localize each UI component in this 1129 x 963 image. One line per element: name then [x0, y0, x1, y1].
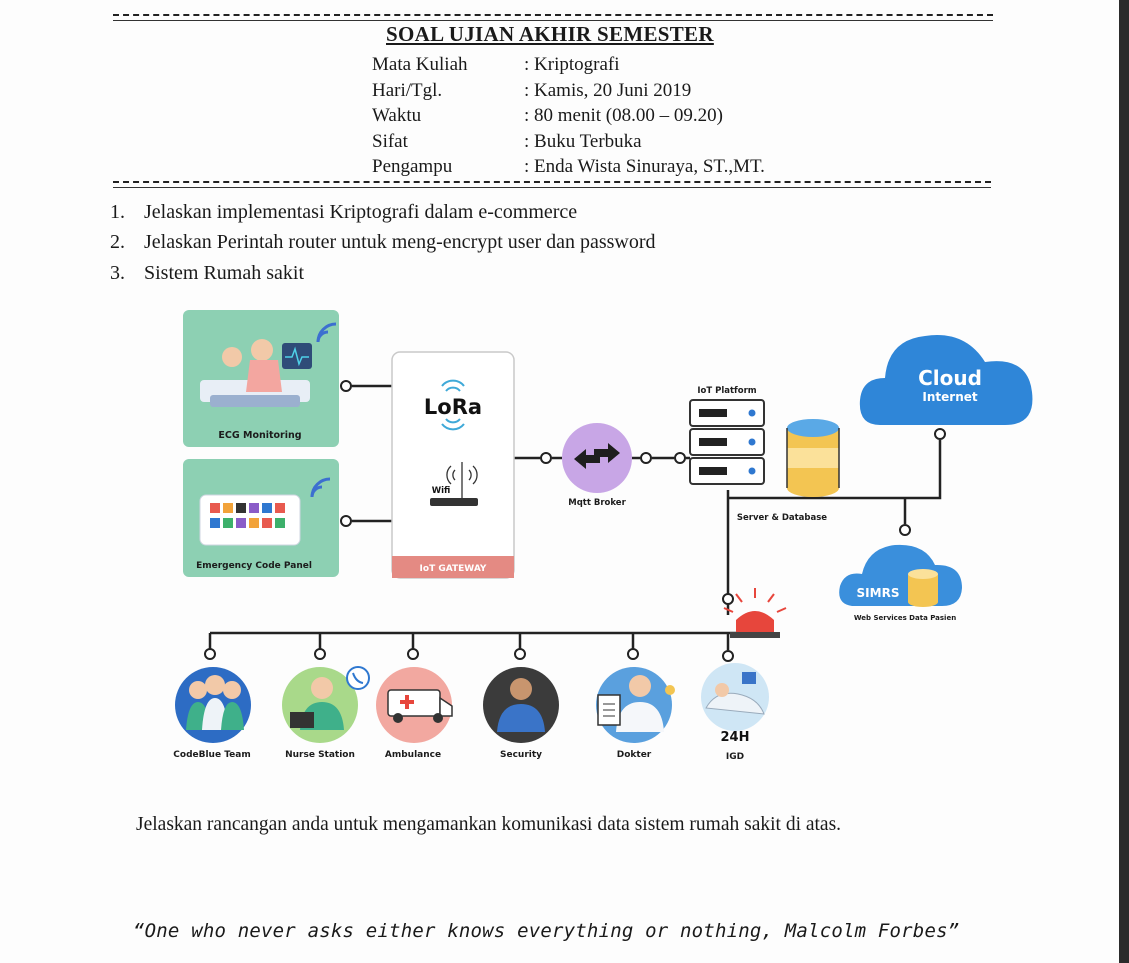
question-3: 3. Sistem Rumah sakit	[110, 262, 304, 285]
wifi-label: Wifi	[432, 486, 451, 496]
alarm-siren-icon	[723, 588, 787, 638]
server-database-label: Server & Database	[737, 513, 827, 523]
question-2: 2. Jelaskan Perintah router untuk meng-en…	[110, 231, 656, 254]
node-label: IGD	[726, 752, 744, 762]
question-text: Jelaskan Perintah router untuk meng-encr…	[144, 231, 656, 253]
iot-gateway-box	[391, 351, 515, 579]
meta-value: : 80 menit (08.00 – 09.20)	[524, 105, 723, 126]
meta-label: Waktu	[372, 105, 422, 126]
meta-value: : Enda Wista Sinuraya, ST.,MT.	[524, 156, 765, 177]
wifi-signal-icon	[316, 322, 337, 343]
ecg-label: ECG Monitoring	[218, 430, 301, 441]
meta-row: Mata Kuliah : Kriptografi	[372, 52, 765, 78]
exam-title: SOAL UJIAN AKHIR SEMESTER	[386, 22, 714, 46]
security-icon	[483, 667, 559, 743]
wifi-router-icon	[446, 462, 478, 498]
ambulance-icon	[376, 667, 453, 743]
panel-label: Emergency Code Panel	[196, 561, 312, 571]
wifi-signal-icon	[310, 477, 331, 498]
database-icon	[786, 419, 840, 497]
nurse-station-icon	[282, 666, 370, 743]
question-number: 2.	[110, 231, 125, 253]
meta-label: Hari/Tgl.	[372, 79, 443, 101]
meta-label: Sifat	[372, 130, 408, 152]
cloud-label: Cloud	[918, 366, 982, 390]
simrs-database-icon	[908, 569, 938, 607]
top-rule-thin	[113, 20, 993, 21]
simrs-sublabel: Web Services Data Pasien	[854, 614, 956, 622]
page-edge	[1119, 0, 1129, 963]
simrs-label: SIMRS	[857, 586, 900, 600]
exam-meta: Mata Kuliah : Kriptografi Hari/Tgl. : Kami…	[372, 52, 765, 180]
lora-signal-icon	[441, 379, 465, 431]
hospital-system-diagram: ECG Monitoring Emergency Code Panel IoT …	[173, 310, 1033, 762]
question-text: Sistem Rumah sakit	[144, 262, 304, 284]
meta-label: Mata Kuliah	[372, 54, 468, 75]
node-label: Ambulance	[385, 750, 441, 760]
igd-24h-label: 24H	[721, 730, 750, 745]
node-label: Nurse Station	[285, 750, 355, 760]
lora-logo: LoRa	[424, 395, 482, 419]
internet-label: Internet	[922, 390, 977, 404]
top-rule	[113, 14, 993, 16]
meta-row: Waktu : 80 menit (08.00 – 09.20)	[372, 103, 765, 129]
meta-label: Pengampu	[372, 156, 453, 177]
node-label: CodeBlue Team	[173, 750, 250, 760]
meta-row: Pengampu : Enda Wista Sinuraya, ST.,MT.	[372, 154, 765, 180]
meta-value: : Kamis, 20 Juni 2019	[524, 79, 692, 101]
iot-platform-label: IoT Platform	[697, 386, 756, 396]
gateway-label: IoT GATEWAY	[420, 564, 487, 574]
instruction-text: Jelaskan rancangan anda untuk mengamanka…	[136, 814, 842, 835]
doctor-icon	[596, 667, 675, 743]
question-number: 3.	[110, 262, 125, 284]
server-rack-icon	[689, 399, 765, 485]
question-number: 1.	[110, 201, 125, 223]
mqtt-label: Mqtt Broker	[568, 498, 626, 508]
meta-row: Sifat : Buku Terbuka	[372, 129, 765, 155]
closing-quote: “One who never asks either knows everyth…	[133, 920, 960, 942]
meta-row: Hari/Tgl. : Kamis, 20 Juni 2019	[372, 78, 765, 104]
cloud-icon	[859, 335, 1033, 425]
node-label: Dokter	[617, 750, 652, 760]
node-label: Security	[500, 750, 542, 760]
igd-icon	[701, 663, 769, 731]
mid-rule	[113, 181, 991, 183]
meta-value: : Kriptografi	[524, 54, 620, 75]
question-text: Jelaskan implementasi Kriptografi dalam …	[144, 201, 578, 223]
question-1: 1. Jelaskan implementasi Kriptografi dala…	[110, 201, 577, 224]
meta-value: : Buku Terbuka	[524, 130, 642, 152]
mid-rule-thin	[113, 187, 991, 188]
codeblue-team-icon	[175, 667, 251, 743]
